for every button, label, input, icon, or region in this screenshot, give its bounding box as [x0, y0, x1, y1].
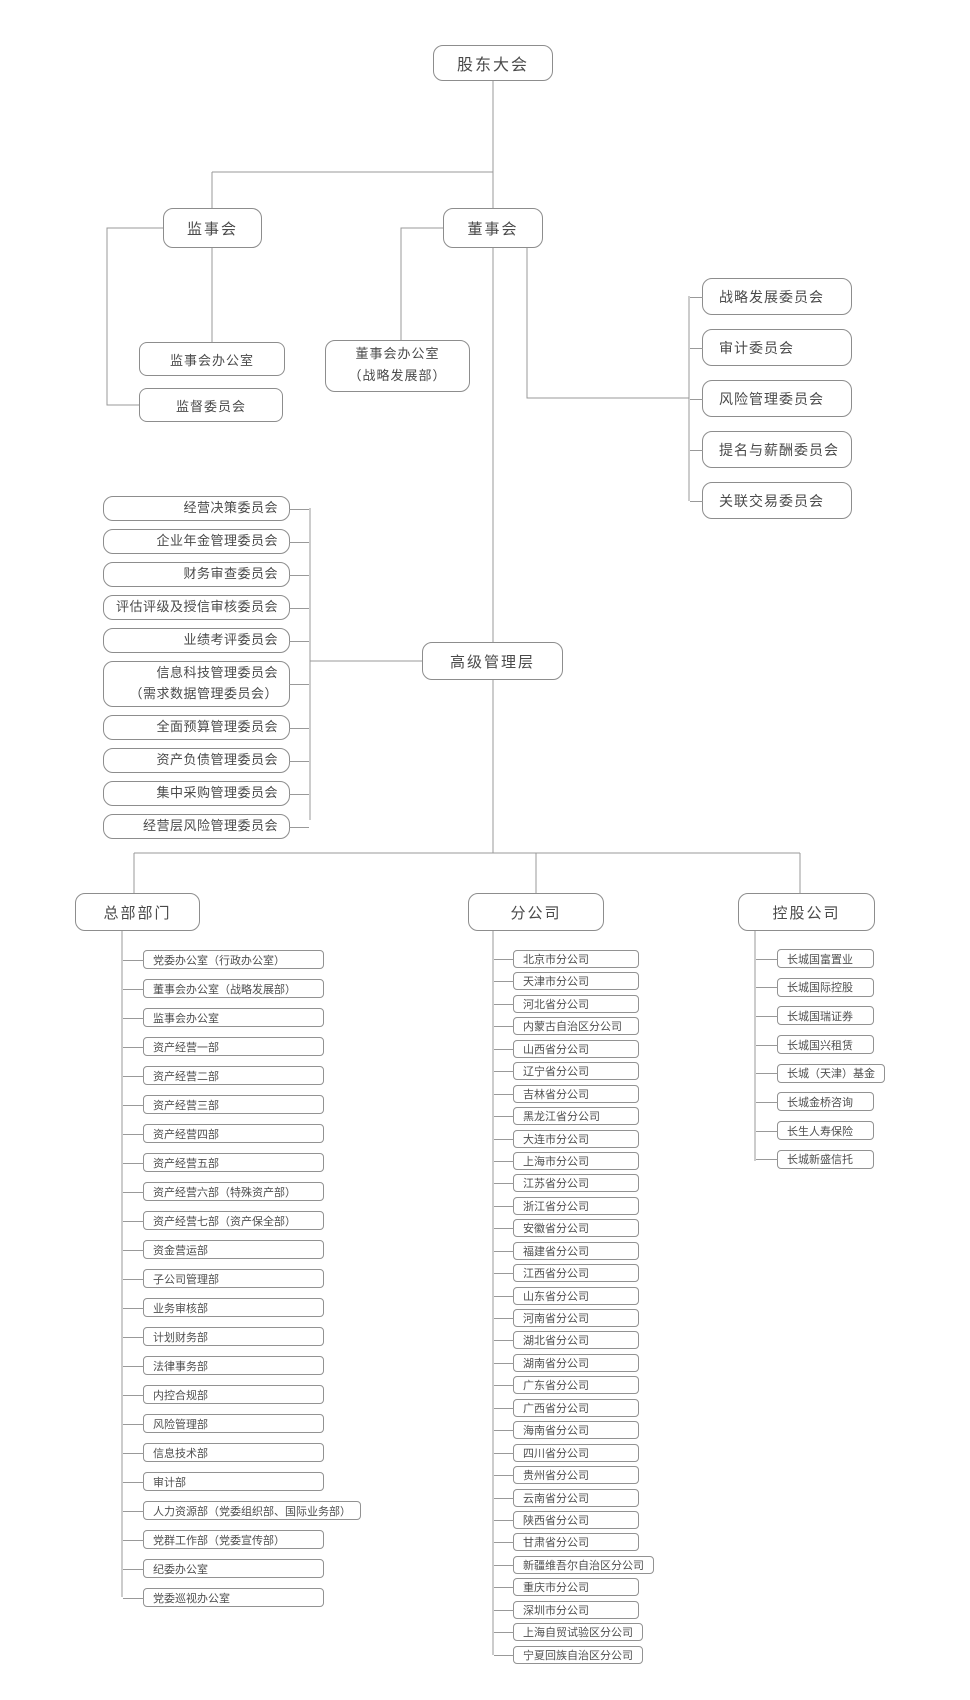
- department-box: 资产经营三部: [123, 1095, 324, 1114]
- node-board-office: 董事会办公室 （战略发展部）: [325, 340, 470, 392]
- board-committee-box: 关联交易委员会: [690, 482, 852, 519]
- department-box: 资产经营五部: [123, 1153, 324, 1172]
- branch-company-box: 吉林省分公司: [494, 1084, 639, 1103]
- board-office-line2: （战略发展部）: [348, 369, 447, 384]
- branch-company-box: 河北省分公司: [494, 994, 639, 1013]
- department-box: 党群工作部（党委宣传部）: [123, 1530, 324, 1549]
- node-supervisory-board: 监事会: [163, 208, 262, 248]
- branch-company-box: 四川省分公司: [494, 1443, 639, 1462]
- node-supervision-committee: 监督委员会: [139, 388, 283, 422]
- department-box: 资产经营四部: [123, 1124, 324, 1143]
- branch-company-box: 江苏省分公司: [494, 1174, 639, 1193]
- management-committee-box: 财务审查委员会: [103, 562, 309, 587]
- management-committees-list: 经营决策委员会企业年金管理委员会财务审查委员会评估评级及授信审核委员会业绩考评委…: [103, 496, 309, 839]
- branch-company-box: 海南省分公司: [494, 1421, 639, 1440]
- board-office-line1: 董事会办公室: [355, 347, 440, 362]
- management-committee-box: 资产负债管理委员会: [103, 748, 309, 773]
- branch-company-box: 贵州省分公司: [494, 1466, 639, 1485]
- department-box: 纪委办公室: [123, 1559, 324, 1578]
- branch-company-box: 大连市分公司: [494, 1129, 639, 1148]
- holding-company-box: 长城新盛信托: [756, 1149, 874, 1169]
- branch-company-box: 河南省分公司: [494, 1309, 639, 1327]
- department-box: 子公司管理部: [123, 1269, 324, 1288]
- department-box: 计划财务部: [123, 1327, 324, 1346]
- node-shareholders-meeting: 股东大会: [433, 45, 553, 81]
- management-committee-box: 企业年金管理委员会: [103, 529, 309, 554]
- holding-company-box: 长城（天津）基金: [756, 1063, 885, 1083]
- department-box: 监事会办公室: [123, 1008, 324, 1027]
- board-committee-box: 战略发展委员会: [690, 278, 852, 315]
- management-committee-box: 评估评级及授信审核委员会: [103, 595, 309, 620]
- department-box: 资产经营六部（特殊资产部）: [123, 1182, 324, 1201]
- branch-company-box: 湖北省分公司: [494, 1331, 639, 1350]
- node-senior-management: 高级管理层: [422, 642, 563, 680]
- node-branch-companies: 分公司: [468, 893, 604, 931]
- department-box: 资产经营一部: [123, 1037, 324, 1056]
- department-box: 信息技术部: [123, 1443, 324, 1462]
- branch-company-box: 甘肃省分公司: [494, 1533, 639, 1552]
- management-committee-box: 全面预算管理委员会: [103, 715, 309, 740]
- branch-company-box: 云南省分公司: [494, 1488, 639, 1507]
- node-supervisory-board-office: 监事会办公室: [139, 342, 285, 376]
- node-holding-companies: 控股公司: [738, 893, 875, 931]
- branch-company-box: 内蒙古自治区分公司: [494, 1017, 639, 1036]
- branch-company-box: 广西省分公司: [494, 1398, 639, 1417]
- department-box: 资金营运部: [123, 1240, 324, 1259]
- management-committee-box: 信息科技管理委员会（需求数据管理委员会）: [103, 661, 309, 707]
- branch-company-box: 辽宁省分公司: [494, 1062, 639, 1081]
- department-box: 风险管理部: [123, 1414, 324, 1433]
- department-box: 内控合规部: [123, 1385, 324, 1404]
- management-committee-box: 经营层风险管理委员会: [103, 814, 309, 839]
- holding-company-box: 长城国富置业: [756, 949, 874, 968]
- branch-company-box: 深圳市分公司: [494, 1600, 639, 1619]
- branch-company-box: 宁夏回族自治区分公司: [494, 1645, 643, 1664]
- department-box: 董事会办公室（战略发展部）: [123, 979, 324, 998]
- department-box: 资产经营七部（资产保全部）: [123, 1211, 324, 1230]
- branch-company-box: 福建省分公司: [494, 1241, 639, 1260]
- branch-company-box: 黑龙江省分公司: [494, 1107, 639, 1126]
- holding-companies-list: 长城国富置业长城国际控股长城国瑞证券长城国兴租赁长城（天津）基金长城金桥咨询长生…: [756, 949, 885, 1169]
- board-committee-box: 审计委员会: [690, 329, 852, 366]
- branch-company-box: 浙江省分公司: [494, 1196, 639, 1215]
- branch-company-box: 上海自贸试验区分公司: [494, 1623, 643, 1642]
- board-committee-box: 风险管理委员会: [690, 380, 852, 417]
- branch-company-box: 北京市分公司: [494, 950, 639, 968]
- branch-company-box: 山西省分公司: [494, 1039, 639, 1058]
- branch-company-box: 湖南省分公司: [494, 1353, 639, 1372]
- management-committee-box: 业绩考评委员会: [103, 628, 309, 653]
- node-headquarters-departments: 总部部门: [75, 893, 200, 931]
- holding-company-box: 长生人寿保险: [756, 1121, 874, 1141]
- branch-company-box: 重庆市分公司: [494, 1578, 639, 1597]
- department-box: 审计部: [123, 1472, 324, 1491]
- holding-company-box: 长城国兴租赁: [756, 1035, 874, 1055]
- headquarters-departments-list: 党委办公室（行政办公室） 董事会办公室（战略发展部） 监事会办公室资产经营一部资产经…: [123, 950, 361, 1607]
- branch-company-box: 江西省分公司: [494, 1264, 639, 1283]
- branch-company-box: 山东省分公司: [494, 1286, 639, 1305]
- management-committee-box: 经营决策委员会: [103, 496, 309, 521]
- branch-company-box: 陕西省分公司: [494, 1510, 639, 1529]
- department-box: 党委巡视办公室: [123, 1588, 324, 1607]
- holding-company-box: 长城国际控股: [756, 977, 874, 997]
- holding-company-box: 长城国瑞证券: [756, 1006, 874, 1026]
- branch-company-box: 广东省分公司: [494, 1376, 639, 1395]
- branch-company-box: 新疆维吾尔自治区分公司: [494, 1555, 654, 1574]
- branch-company-box: 安徽省分公司: [494, 1219, 639, 1238]
- branch-companies-list: 北京市分公司天津市分公司河北省分公司内蒙古自治区分公司山西省分公司辽宁省分公司吉…: [494, 950, 654, 1664]
- node-board-of-directors: 董事会: [443, 208, 543, 248]
- department-box: 人力资源部（党委组织部、国际业务部）: [123, 1501, 361, 1520]
- management-committee-box: 集中采购管理委员会: [103, 781, 309, 806]
- department-box: 党委办公室（行政办公室）: [123, 950, 324, 969]
- board-committee-box: 提名与薪酬委员会: [690, 431, 852, 468]
- department-box: 业务审核部: [123, 1298, 324, 1317]
- branch-company-box: 上海市分公司: [494, 1151, 639, 1170]
- board-committees-list: 战略发展委员会审计委员会风险管理委员会提名与薪酬委员会关联交易委员会: [690, 278, 852, 519]
- holding-company-box: 长城金桥咨询: [756, 1092, 874, 1112]
- department-box: 资产经营二部: [123, 1066, 324, 1085]
- department-box: 法律事务部: [123, 1356, 324, 1375]
- branch-company-box: 天津市分公司: [494, 972, 639, 991]
